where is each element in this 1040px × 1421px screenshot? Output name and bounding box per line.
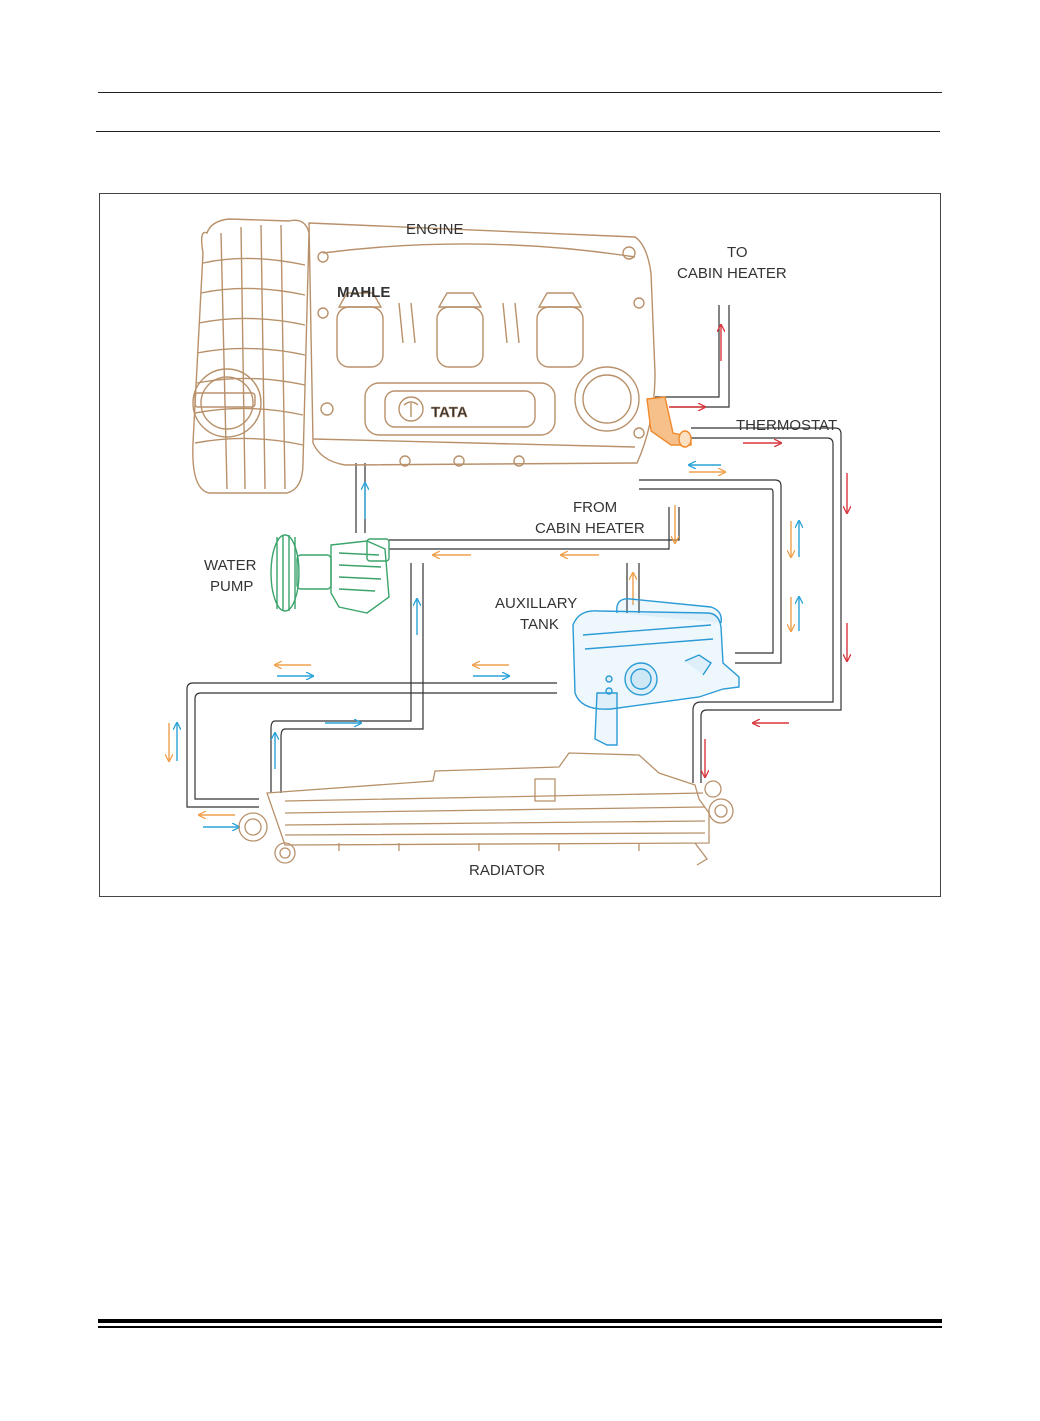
footer-rule-thin <box>98 1326 942 1328</box>
label-engine: ENGINE <box>406 221 464 238</box>
engine-illustration <box>192 218 656 494</box>
label-auxillary-tank-line1: AUXILLARY <box>495 595 577 612</box>
label-to-cabin-heater-line2: CABIN HEATER <box>677 265 787 282</box>
label-from-cabin-heater-line2: CABIN HEATER <box>535 520 645 537</box>
auxillary-tank-illustration <box>572 598 740 746</box>
engine-brand-logo: TATA <box>431 404 468 421</box>
valve-cover-brand-logo: MAHLE <box>337 284 390 301</box>
water-pump-illustration <box>270 534 390 614</box>
label-to-cabin-heater-line1: TO <box>727 244 748 261</box>
header-rule-lower <box>96 131 940 132</box>
thermostat-housing <box>646 396 692 448</box>
label-thermostat: THERMOSTAT <box>736 417 837 434</box>
label-water-pump-line2: PUMP <box>210 578 253 595</box>
radiator-illustration <box>238 752 734 866</box>
cooling-system-diagram: TATA MAHLE ENGINE TO CA <box>99 193 941 897</box>
hoses <box>186 305 842 808</box>
header-rule-upper <box>98 92 942 93</box>
footer-rule-thick <box>98 1319 942 1323</box>
label-auxillary-tank-line2: TANK <box>520 616 559 633</box>
label-from-cabin-heater-line1: FROM <box>573 499 617 516</box>
flow-arrows <box>169 325 847 827</box>
label-radiator: RADIATOR <box>469 862 545 879</box>
figure-border <box>99 193 941 897</box>
label-water-pump-line1: WATER <box>204 557 257 574</box>
